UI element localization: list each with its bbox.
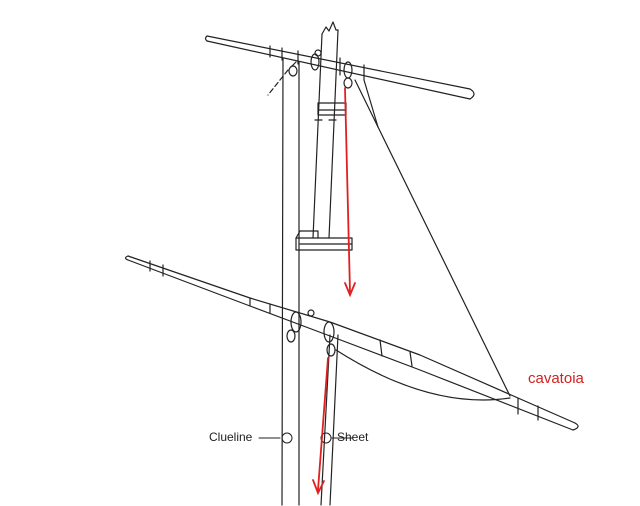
- lower-yard: [124, 255, 579, 431]
- dashed-rope: [267, 69, 289, 96]
- lower-parrel-band: [290, 311, 335, 343]
- clueline-leader: [258, 432, 293, 444]
- brace-rope: [354, 79, 511, 397]
- lower-block: [286, 309, 336, 357]
- mast: [281, 57, 300, 506]
- sheet-leader: [320, 432, 353, 444]
- lower-pole: [320, 334, 339, 506]
- mast-cap: [295, 230, 353, 251]
- sheet-label: Sheet: [337, 430, 369, 444]
- upper-yard: [204, 35, 475, 100]
- red-arrow-lower: [312, 357, 329, 496]
- upper-cap-band: [317, 102, 347, 116]
- cavatoia-label: cavatoia: [528, 370, 584, 387]
- red-arrow-upper: [344, 87, 356, 298]
- sail-belly: [335, 349, 511, 401]
- topmast: [312, 21, 339, 239]
- upper-block: [288, 49, 353, 89]
- clueline-label: Clueline: [209, 430, 253, 444]
